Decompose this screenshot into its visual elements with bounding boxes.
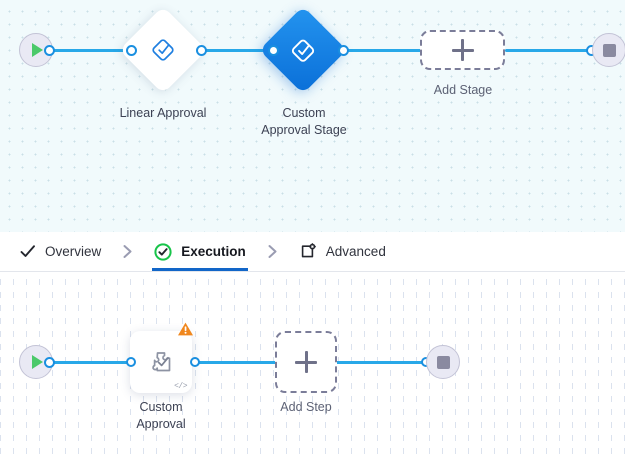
tab-overview-label: Overview [45, 244, 102, 259]
chevron-right-icon [248, 232, 297, 271]
code-glyph: </> [174, 382, 187, 391]
edge-start-to-stage1 [40, 49, 130, 52]
edge-stage2-to-add [340, 49, 430, 52]
edge-step1-to-add [195, 361, 280, 364]
tab-execution-label: Execution [181, 244, 246, 259]
add-step-button[interactable] [275, 331, 337, 393]
stop-icon [602, 43, 616, 57]
step1-input-port[interactable] [126, 357, 136, 367]
end-node[interactable] [592, 33, 625, 67]
stage1-output-port[interactable] [196, 45, 207, 56]
step-node-label: Custom Approval [136, 400, 186, 431]
chevron-right-icon [103, 232, 152, 271]
add-stage-button[interactable] [420, 30, 505, 70]
start-node-output-port[interactable] [44, 45, 55, 56]
stage-node-linear-approval[interactable] [119, 6, 207, 94]
warning-triangle-icon [177, 321, 194, 337]
workflow-tabs: Overview Execution [0, 232, 625, 272]
end-node[interactable] [426, 345, 460, 379]
play-icon [32, 355, 43, 369]
plus-icon [451, 39, 474, 61]
edge-stage1-to-stage2 [200, 49, 278, 52]
approval-diamond-icon [290, 37, 317, 64]
puzzle-check-icon [146, 347, 176, 377]
edge-add-to-end [335, 361, 425, 364]
step-node-custom-approval[interactable]: </> [130, 322, 193, 393]
tab-advanced[interactable]: Advanced [297, 232, 388, 271]
edge-start-to-step1 [40, 361, 140, 364]
tab-advanced-label: Advanced [325, 244, 386, 259]
edge-add-to-end [505, 49, 590, 52]
stage-node-label: Custom Approval Stage [261, 106, 347, 137]
check-icon [19, 243, 36, 260]
step-flow-canvas[interactable]: </> Custom Approval Add Step [0, 272, 625, 461]
step1-output-port[interactable] [190, 357, 200, 367]
stage-node-custom-approval-stage[interactable] [259, 6, 347, 94]
stage2-output-port[interactable] [338, 45, 349, 56]
frame-gear-icon [299, 242, 317, 261]
tab-overview[interactable]: Overview [17, 232, 103, 271]
stage-flow-canvas[interactable]: Linear Approval Custom Approval Stage Ad… [0, 0, 625, 232]
add-stage-label: Add Stage [433, 83, 493, 97]
plus-icon [295, 351, 317, 373]
stop-icon [436, 355, 450, 369]
tab-execution[interactable]: Execution [152, 232, 248, 271]
start-node-output-port[interactable] [44, 357, 55, 368]
stage-node-label: Linear Approval [119, 106, 207, 120]
stage1-input-port[interactable] [126, 45, 137, 56]
approval-diamond-icon [150, 37, 176, 63]
stage2-input-port[interactable] [268, 45, 279, 56]
circle-check-icon [154, 242, 172, 261]
play-icon [32, 43, 43, 57]
add-step-label: Add Step [280, 400, 332, 414]
